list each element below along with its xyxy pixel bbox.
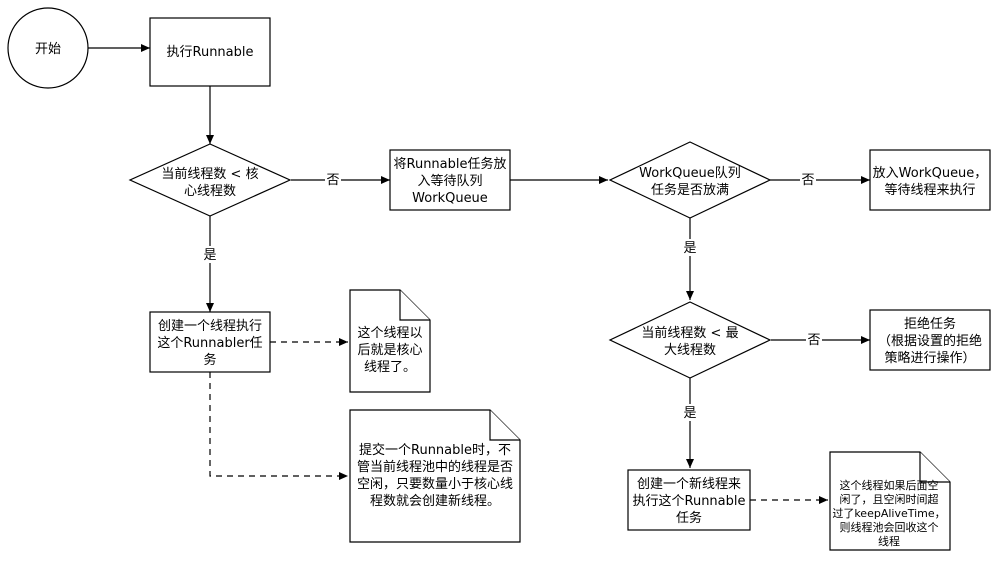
create-new-thread-node: 创建一个新线程来 执行这个Runnable 任务 — [627, 469, 751, 531]
wait-exec-node: 放入WorkQueue， 等待线程来执行 — [869, 149, 991, 211]
create-core-line-3: 务 — [203, 352, 216, 368]
decision-full-line-1: WorkQueue队列 — [639, 166, 741, 181]
label-core-no: 否 — [326, 173, 339, 188]
note-idle-line-2: 闲了，且空闲时间超 — [840, 492, 939, 506]
create-core-line-1: 创建一个线程执行 — [158, 319, 262, 334]
edge-labels: 否 是 否 是 否 是 — [202, 171, 822, 421]
decision-max-line-1: 当前线程数 < 最 — [641, 325, 738, 341]
note-submit-line-2: 管当前线程池中的线程是否 — [357, 459, 513, 475]
reject-line-2: （根据设置的拒绝 — [878, 333, 982, 349]
reject-line-3: 策略进行操作） — [884, 350, 975, 366]
label-max-no: 否 — [807, 333, 820, 348]
create-new-line-3: 任务 — [676, 510, 702, 526]
note-idle-line-4: 则线程池会回收这个 — [840, 520, 939, 534]
exec-runnable-label: 执行Runnable — [167, 45, 254, 60]
note-submit-line-4: 程数就会创建新线程。 — [370, 493, 500, 509]
note-submit: 提交一个Runnable时，不 管当前线程池中的线程是否 空闲，只要数量小于核心… — [349, 409, 521, 543]
note-submit-line-3: 空闲，只要数量小于核心线 — [357, 477, 513, 492]
decision-max-line-2: 大线程数 — [664, 343, 716, 358]
start-label: 开始 — [35, 42, 61, 57]
label-max-yes: 是 — [683, 406, 696, 421]
label-full-yes: 是 — [683, 241, 696, 256]
note-submit-line-1: 提交一个Runnable时，不 — [359, 442, 511, 458]
reject-line-1: 拒绝任务 — [904, 316, 956, 332]
enqueue-node: 将Runnable任务放 入等待队列 WorkQueue — [389, 149, 511, 211]
enqueue-line-1: 将Runnable任务放 — [394, 156, 507, 172]
decision-full-node: WorkQueue队列 任务是否放满 — [608, 141, 772, 219]
reject-node: 拒绝任务 （根据设置的拒绝 策略进行操作） — [869, 309, 991, 371]
enqueue-line-3: WorkQueue — [412, 191, 488, 206]
wait-exec-line-1: 放入WorkQueue， — [873, 166, 988, 181]
create-new-line-2: 执行这个Runnable — [633, 493, 746, 509]
label-full-no: 否 — [801, 173, 814, 188]
label-core-yes: 是 — [203, 248, 216, 263]
edge-create-note-submit — [209, 372, 348, 480]
note-idle-line-1: 这个线程如果后面空 — [840, 478, 939, 492]
note-core-line-2: 后就是核心 — [357, 343, 422, 358]
start-node: 开始 — [7, 7, 89, 89]
note-core-line-3: 线程了。 — [364, 360, 416, 375]
create-core-thread-node: 创建一个线程执行 这个Runnabler任 务 — [149, 311, 271, 373]
decision-max-node: 当前线程数 < 最 大线程数 — [608, 301, 772, 379]
create-core-line-2: 这个Runnabler任 — [157, 335, 262, 351]
create-new-line-1: 创建一个新线程来 — [637, 476, 741, 492]
edges — [88, 44, 870, 504]
note-idle-line-5: 线程 — [878, 534, 900, 548]
note-idle-line-3: 过了keepAliveTime， — [832, 507, 945, 520]
decision-core-line-1: 当前线程数 < 核 — [161, 166, 258, 182]
note-core-thread: 这个线程以 后就是核心 线程了。 — [349, 289, 431, 393]
exec-runnable-node: 执行Runnable — [149, 17, 271, 87]
enqueue-line-2: 入等待队列 — [417, 173, 482, 189]
decision-full-line-2: 任务是否放满 — [651, 182, 729, 198]
wait-exec-line-2: 等待线程来执行 — [884, 182, 975, 198]
decision-core-node: 当前线程数 < 核 心线程数 — [128, 143, 292, 217]
note-core-line-1: 这个线程以 — [357, 325, 422, 341]
decision-core-line-2: 心线程数 — [184, 184, 236, 199]
note-idle: 这个线程如果后面空 闲了，且空闲时间超 过了keepAliveTime， 则线程… — [829, 451, 951, 551]
